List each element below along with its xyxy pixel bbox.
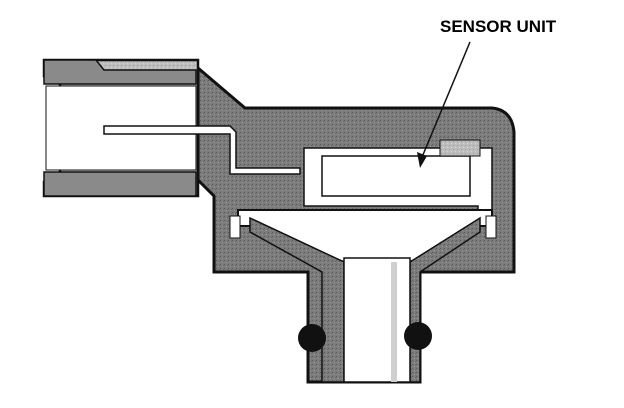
callout-arrowhead [417, 152, 427, 168]
callout-leader-line [419, 41, 471, 163]
right-seal-slot [485, 215, 497, 239]
sensor-unit-element [321, 155, 471, 197]
pressure-port-bore [343, 257, 411, 383]
connector-upper-tab [43, 59, 197, 85]
callout-label: SENSOR UNIT [440, 17, 557, 36]
o-ring-left [298, 324, 326, 352]
connector-lower-tab [43, 171, 197, 197]
terminal-pin [103, 125, 301, 175]
sensor-housing [42, 58, 516, 384]
sensor-unit-chip [439, 139, 481, 157]
sensor-unit-callout: SENSOR UNIT [417, 17, 557, 168]
left-seal-slot [229, 215, 241, 239]
o-ring-right [404, 322, 432, 350]
